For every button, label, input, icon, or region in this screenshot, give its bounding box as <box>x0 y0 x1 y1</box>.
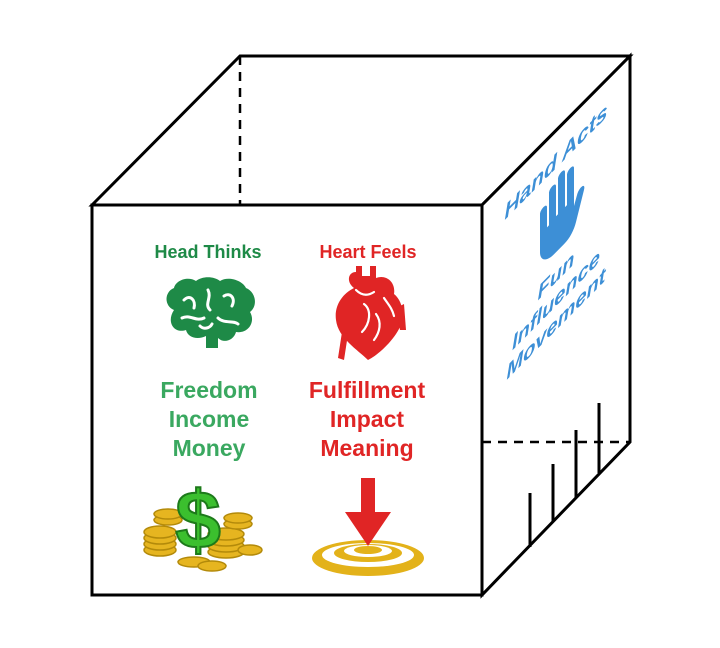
heart-title: Heart Feels <box>319 242 416 262</box>
svg-text:$: $ <box>175 475 221 566</box>
head-item-1: Freedom <box>160 377 257 403</box>
heart-item-1: Fulfillment <box>309 377 426 403</box>
head-item-2: Income <box>169 406 250 432</box>
heart-item-2: Impact <box>330 406 404 432</box>
heart-item-3: Meaning <box>320 435 413 461</box>
head-item-3: Money <box>173 435 246 461</box>
head-title: Head Thinks <box>154 242 261 262</box>
